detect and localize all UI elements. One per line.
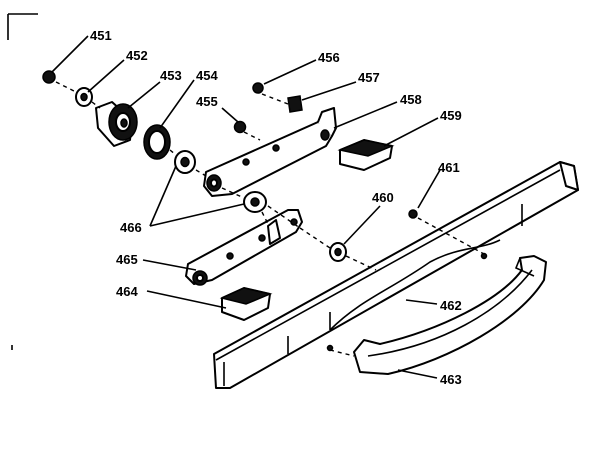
part-466-washer-upper (174, 150, 196, 174)
callout-456: 456 (318, 50, 340, 65)
part-466-washer-lower (243, 191, 267, 213)
alignment-line (267, 205, 301, 229)
leader-lines (51, 35, 441, 379)
alignment-line (243, 131, 261, 141)
alignment-line (195, 169, 207, 177)
callout-462: 462 (440, 298, 462, 313)
callout-460: 460 (372, 190, 394, 205)
alignment-line (169, 149, 177, 156)
part-459-pad (337, 139, 395, 171)
callout-458: 458 (400, 92, 422, 107)
alignment-line (261, 211, 269, 225)
callout-464: 464 (116, 284, 138, 299)
callout-465: 465 (116, 252, 138, 267)
alignment-line (55, 81, 77, 93)
callout-461: 461 (438, 160, 460, 175)
callout-452: 452 (126, 48, 148, 63)
callout-459: 459 (440, 108, 462, 123)
part-455-nut (233, 120, 247, 134)
alignment-line (299, 227, 331, 249)
part-454-ring (143, 124, 171, 160)
alignment-line (345, 255, 377, 271)
part-464-pad (219, 287, 273, 321)
callout-451: 451 (90, 28, 112, 43)
part-462-handle-base (213, 161, 579, 389)
part-463-handle-grip (353, 255, 547, 375)
alignment-line (261, 93, 289, 105)
alignment-line (91, 101, 101, 109)
alignment-line (329, 349, 355, 357)
corner-mark (7, 13, 38, 40)
part-453-gear-hub (95, 101, 138, 147)
part-451-nut (42, 70, 56, 84)
callout-454: 454 (196, 68, 218, 83)
part-465-lower-bracket (185, 209, 303, 286)
part-458-upper-bracket (203, 107, 337, 197)
callout-455: 455 (196, 94, 218, 109)
part-452-washer (75, 87, 93, 107)
part-457-clip (287, 95, 303, 113)
callout-453: 453 (160, 68, 182, 83)
callout-463: 463 (440, 372, 462, 387)
part-461-screw (408, 209, 418, 219)
callout-466: 466 (120, 220, 142, 235)
part-456-nut (252, 82, 264, 94)
callout-457: 457 (358, 70, 380, 85)
